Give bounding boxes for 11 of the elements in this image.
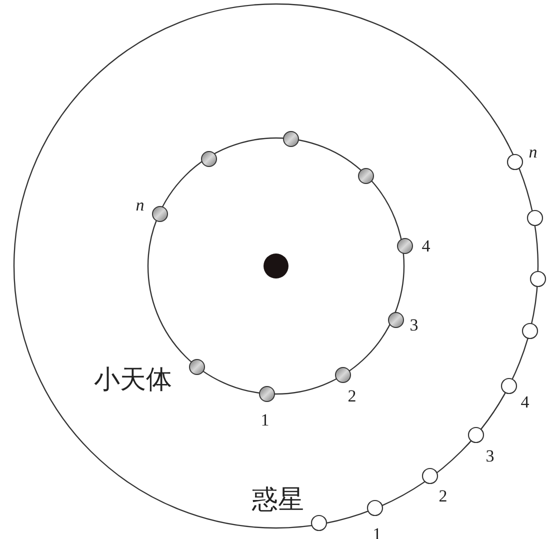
position-number: n [136, 196, 144, 214]
position-number: n [528, 144, 538, 160]
position-number: 2 [348, 388, 356, 404]
orbit-label: 小天体 [94, 367, 172, 393]
orbit-label: 惑星 [252, 487, 304, 513]
position-number: 1 [260, 412, 270, 428]
position-number: 2 [438, 488, 448, 504]
position-number: 4 [422, 238, 430, 254]
position-number: 4 [520, 394, 530, 410]
position-number: 3 [486, 448, 494, 464]
position-number: 3 [410, 316, 418, 334]
